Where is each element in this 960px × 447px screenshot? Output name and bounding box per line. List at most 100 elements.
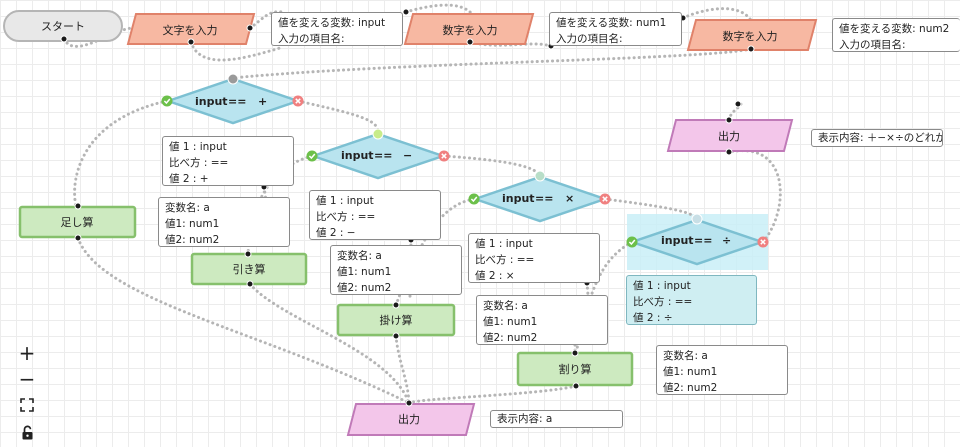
output-top-node bbox=[666, 119, 794, 152]
info-line: 入力の項目名: bbox=[278, 33, 345, 45]
connector-line bbox=[248, 10, 284, 30]
connector-line bbox=[296, 99, 380, 136]
info-line: 値1: num1 bbox=[663, 366, 718, 378]
info-mul[interactable]: 変数名: a 値1: num1 値2: num2 bbox=[476, 295, 608, 345]
info-line: 値1: num1 bbox=[483, 316, 538, 328]
info-line: 比べ方 : == bbox=[633, 296, 693, 308]
info-line: 表示内容: ＋−×÷のどれかを入 bbox=[818, 132, 942, 144]
check-mark bbox=[163, 98, 171, 105]
cross-mark bbox=[760, 239, 766, 245]
connector-port bbox=[405, 399, 413, 407]
fit-view-button[interactable] bbox=[12, 393, 42, 417]
info-line: 変数名: a bbox=[663, 350, 708, 362]
cross-mark bbox=[602, 196, 608, 202]
info-line: 値2: num2 bbox=[165, 234, 220, 246]
info-output-top[interactable]: 表示内容: ＋−×÷のどれかを入 bbox=[811, 129, 943, 147]
cond-plus-in-port bbox=[227, 73, 239, 85]
info-line: 値2: num2 bbox=[337, 282, 392, 294]
info-div[interactable]: 変数名: a 値1: num1 値2: num2 bbox=[656, 345, 788, 395]
info-output-final[interactable]: 表示内容: a bbox=[490, 410, 623, 428]
info-line: 比べ方 : == bbox=[316, 211, 376, 223]
connector-line bbox=[603, 197, 698, 220]
output-final-node bbox=[346, 403, 476, 436]
div-node bbox=[516, 351, 634, 387]
connector-port bbox=[246, 24, 254, 32]
connector-line bbox=[681, 7, 754, 24]
cross-mark bbox=[441, 153, 447, 159]
connector-port bbox=[725, 148, 733, 156]
check-mark bbox=[308, 153, 316, 160]
info-line: 入力の項目名: bbox=[556, 33, 623, 45]
info-line: 比べ方 : == bbox=[169, 157, 229, 169]
info-line: 値を変える変数: num2 bbox=[839, 23, 950, 35]
connector-port bbox=[571, 349, 579, 357]
connector-line bbox=[585, 281, 590, 297]
cond-times-in-port bbox=[534, 170, 546, 182]
cond-times-node bbox=[471, 175, 609, 223]
info-line: 比べ方 : == bbox=[475, 254, 535, 266]
connector-line bbox=[407, 384, 578, 405]
connector-port bbox=[402, 8, 410, 16]
connector-port bbox=[572, 382, 580, 390]
zoom-in-button[interactable]: + bbox=[18, 341, 36, 365]
connector-port bbox=[392, 301, 400, 309]
input-num1-node bbox=[403, 13, 535, 45]
check-mark bbox=[470, 196, 478, 203]
connector-line bbox=[73, 99, 169, 208]
cond-plus-node bbox=[164, 77, 302, 125]
connector-line bbox=[394, 197, 476, 307]
connector-line bbox=[404, 3, 474, 16]
connector-port bbox=[60, 35, 68, 43]
mul-node bbox=[336, 303, 456, 337]
info-line: 値 1 : input bbox=[169, 141, 227, 153]
connector-port bbox=[244, 250, 252, 258]
info-num1-input[interactable]: 値を変える変数: num1 入力の項目名: bbox=[549, 12, 682, 46]
info-cond-times[interactable]: 値 1 : input 比べ方 : == 値 2 : × bbox=[468, 233, 600, 283]
info-line: 値 2 : + bbox=[169, 173, 209, 185]
info-cond-plus[interactable]: 値 1 : input 比べ方 : == 値 2 : + bbox=[162, 136, 294, 186]
connector-line bbox=[394, 334, 411, 405]
info-line: 値を変える変数: input bbox=[278, 17, 386, 29]
cond-minus-node bbox=[309, 132, 447, 180]
connector-port bbox=[74, 234, 82, 242]
info-num2-input[interactable]: 値を変える変数: num2 入力の項目名: bbox=[832, 18, 960, 52]
connector-port bbox=[734, 100, 742, 108]
connector-port bbox=[392, 332, 400, 340]
info-line: 変数名: a bbox=[483, 300, 528, 312]
true-port-icon bbox=[306, 150, 318, 162]
connector-port bbox=[725, 116, 733, 124]
connector-port bbox=[187, 38, 195, 46]
info-text-input[interactable]: 値を変える変数: input 入力の項目名: bbox=[271, 12, 403, 46]
cond-minus-in-port bbox=[372, 128, 384, 140]
cond-div-in-port bbox=[691, 213, 703, 225]
connector-line bbox=[442, 154, 542, 178]
info-line: 変数名: a bbox=[337, 250, 382, 262]
connector-line bbox=[189, 40, 282, 62]
true-port-icon bbox=[161, 95, 173, 107]
info-line: 値 1 : input bbox=[475, 238, 533, 250]
info-line: 値1: num1 bbox=[165, 218, 220, 230]
zoom-out-button[interactable]: − bbox=[18, 367, 36, 391]
info-line: 値2: num2 bbox=[483, 332, 538, 344]
lock-button[interactable] bbox=[12, 420, 42, 444]
input-text-node bbox=[126, 13, 256, 45]
add-node bbox=[18, 205, 137, 239]
info-line: 値 2 : ÷ bbox=[633, 312, 673, 324]
info-line: 値を変える変数: num1 bbox=[556, 17, 667, 29]
connector-line bbox=[230, 47, 753, 80]
info-line: 変数名: a bbox=[165, 202, 210, 214]
info-cond-div[interactable]: 値 1 : input 比べ方 : == 値 2 : ÷ bbox=[626, 275, 757, 325]
connector-port bbox=[466, 38, 474, 46]
info-sub[interactable]: 変数名: a 値1: num1 値2: num2 bbox=[330, 245, 462, 295]
connector-port bbox=[246, 280, 254, 288]
connector-port bbox=[74, 202, 82, 210]
info-cond-minus[interactable]: 値 1 : input 比べ方 : == 値 2 : − bbox=[309, 190, 441, 240]
true-port-icon bbox=[468, 193, 480, 205]
info-add[interactable]: 変数名: a 値1: num1 値2: num2 bbox=[158, 197, 290, 247]
info-line: 値2: num2 bbox=[663, 382, 718, 394]
unlock-icon bbox=[22, 425, 32, 439]
connector-port bbox=[747, 45, 755, 53]
info-line: 表示内容: a bbox=[497, 413, 553, 425]
fit-view-icon bbox=[20, 398, 34, 412]
